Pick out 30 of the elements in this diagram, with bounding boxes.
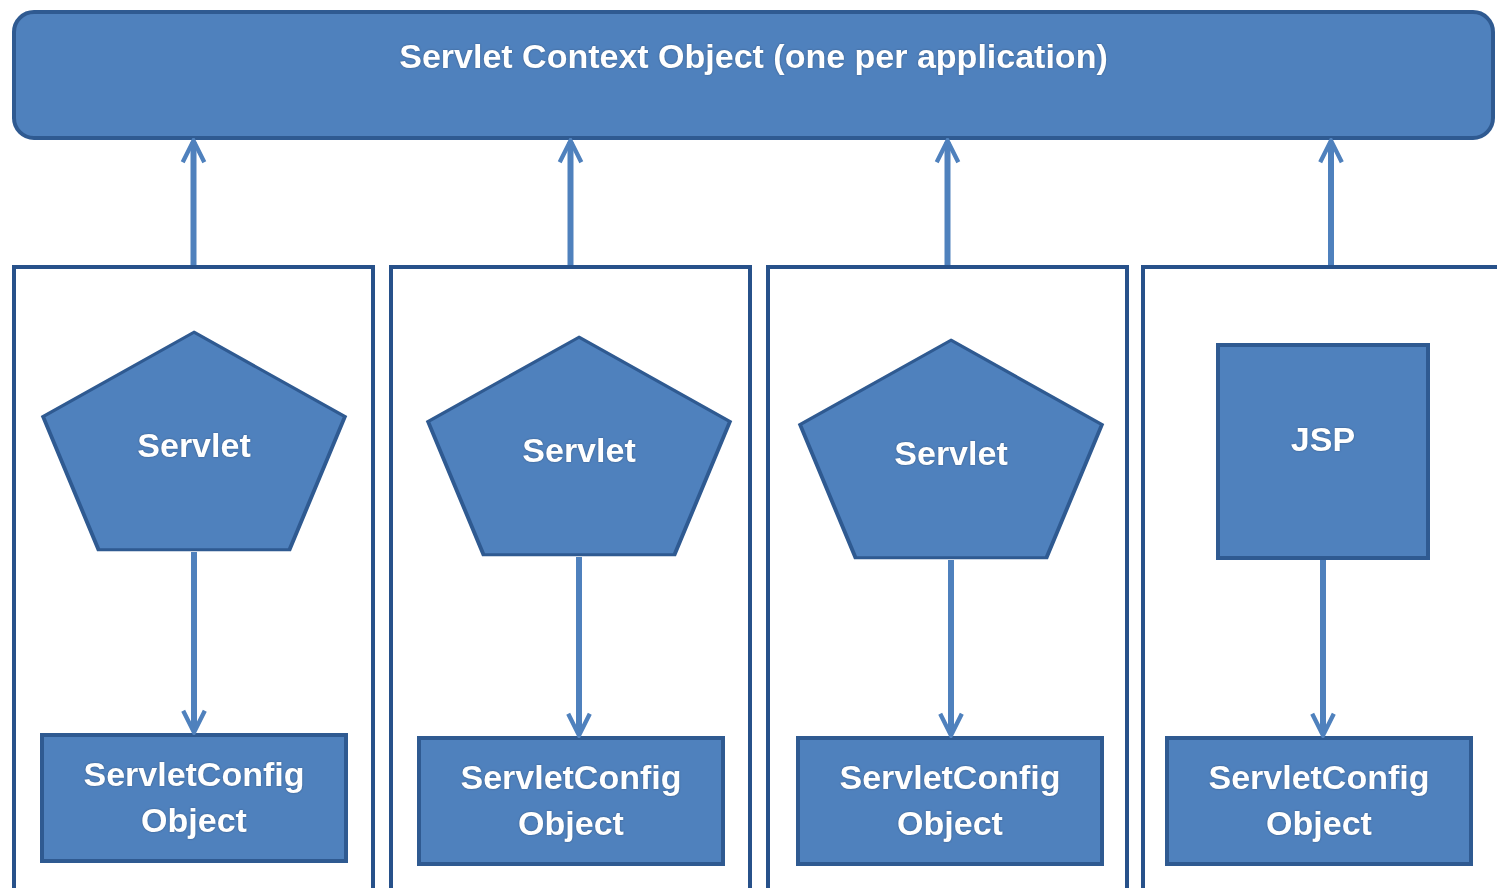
container-box [389,265,752,888]
node-label: Servlet [522,430,636,472]
config-box [796,736,1104,866]
arrow [938,560,964,738]
node-label: JSP [1290,419,1356,460]
node-label: ServletConfig Object [82,754,306,841]
arrow [180,138,207,265]
arrow [934,138,961,265]
arrow [566,557,592,738]
arrow [1310,560,1336,738]
node-label: Servlet [137,425,251,467]
container-box [12,265,375,888]
servlet-pentagon [40,330,348,552]
config-box [1165,736,1473,866]
servlet-pentagon [425,335,733,557]
arrow [557,138,584,265]
arrow [1318,138,1344,265]
node-label: ServletConfig Object [838,757,1062,844]
node-label: Servlet [894,433,1008,475]
container-box [1141,265,1497,888]
config-box [40,733,348,863]
banner-title: Servlet Context Object (one per application) [399,36,1108,77]
node-label: ServletConfig Object [1207,757,1431,844]
jsp-box [1216,343,1430,560]
arrow [181,552,207,735]
node-label: ServletConfig Object [459,757,683,844]
config-box [417,736,725,866]
container-box [766,265,1129,888]
servlet-pentagon [797,338,1105,560]
context-banner [12,10,1495,140]
